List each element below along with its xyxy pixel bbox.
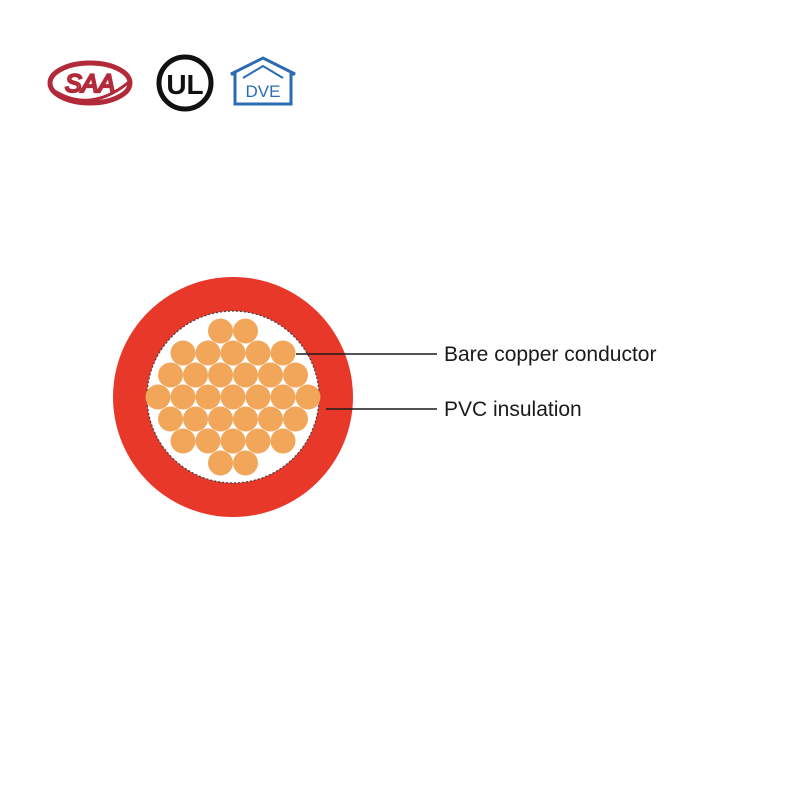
copper-strand: [245, 340, 271, 366]
copper-strand: [170, 340, 196, 366]
certification-logos: SAA UL DVE: [47, 54, 296, 112]
copper-strand: [283, 362, 308, 388]
copper-strand: [270, 340, 296, 366]
svg-text:SAA: SAA: [65, 70, 115, 98]
copper-strand: [270, 428, 296, 454]
copper-strand: [195, 428, 221, 454]
copper-strand: [195, 340, 221, 366]
copper-strand: [208, 406, 233, 432]
copper-strand: [208, 362, 233, 388]
vde-logo-icon: DVE: [230, 56, 296, 106]
copper-strand: [245, 384, 271, 410]
copper-strands: [145, 318, 321, 476]
copper-strand: [158, 362, 183, 388]
copper-strand: [220, 384, 246, 410]
copper-strand: [183, 362, 208, 388]
conductor-callout-label: Bare copper conductor: [444, 343, 657, 366]
copper-strand: [208, 450, 233, 476]
ul-logo-icon: UL: [156, 54, 214, 112]
copper-strand: [158, 406, 183, 432]
copper-strand: [258, 362, 283, 388]
copper-strand: [145, 384, 171, 410]
copper-strand: [208, 318, 233, 344]
copper-strand: [220, 428, 246, 454]
copper-strand: [258, 406, 283, 432]
svg-text:UL: UL: [166, 69, 203, 100]
copper-strand: [233, 406, 258, 432]
copper-strand: [220, 340, 246, 366]
copper-strand: [283, 406, 308, 432]
copper-strand: [195, 384, 221, 410]
copper-strand: [233, 450, 258, 476]
copper-strand: [233, 318, 258, 344]
saa-logo-icon: SAA: [47, 60, 133, 106]
copper-strand: [245, 428, 271, 454]
copper-strand: [170, 384, 196, 410]
copper-strand: [233, 362, 258, 388]
svg-text:DVE: DVE: [246, 82, 281, 101]
copper-strand: [295, 384, 321, 410]
insulation-callout-label: PVC insulation: [444, 398, 582, 421]
copper-strand: [183, 406, 208, 432]
copper-strand: [170, 428, 196, 454]
copper-strand: [270, 384, 296, 410]
